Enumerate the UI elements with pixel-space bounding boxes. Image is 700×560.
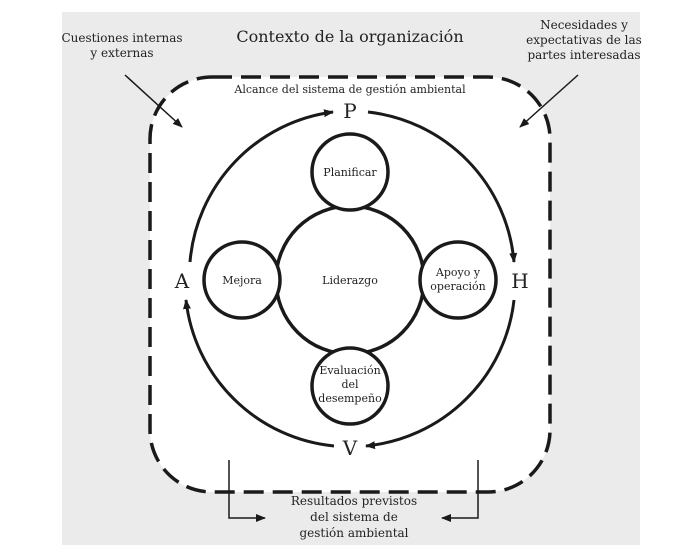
leadership-label: Liderazgo (322, 274, 378, 287)
pdca-a: A (174, 269, 190, 293)
improvement-label: Mejora (222, 274, 262, 287)
arc-p-to-h (367, 110, 518, 263)
pdca-v: V (342, 436, 358, 460)
pdca-p: P (343, 99, 356, 123)
plan-label: Planificar (323, 166, 377, 179)
outcome-arrow-left (228, 460, 266, 522)
improvement-circle (202, 240, 282, 320)
scope-label: Alcance del sistema de gestión ambiental (233, 83, 466, 96)
left-input-arrow (124, 74, 183, 128)
context-title: Contexto de la organización (236, 27, 463, 46)
outcome-arrow-right (441, 460, 479, 522)
support-circle (418, 240, 498, 320)
arc-a-to-p (188, 109, 334, 263)
right-input-arrow (519, 74, 579, 128)
pdca-h: H (511, 269, 528, 293)
plan-circle (310, 132, 390, 212)
evaluation-circle (310, 346, 390, 426)
arc-h-to-v (365, 299, 516, 450)
arc-v-to-a (183, 299, 335, 448)
